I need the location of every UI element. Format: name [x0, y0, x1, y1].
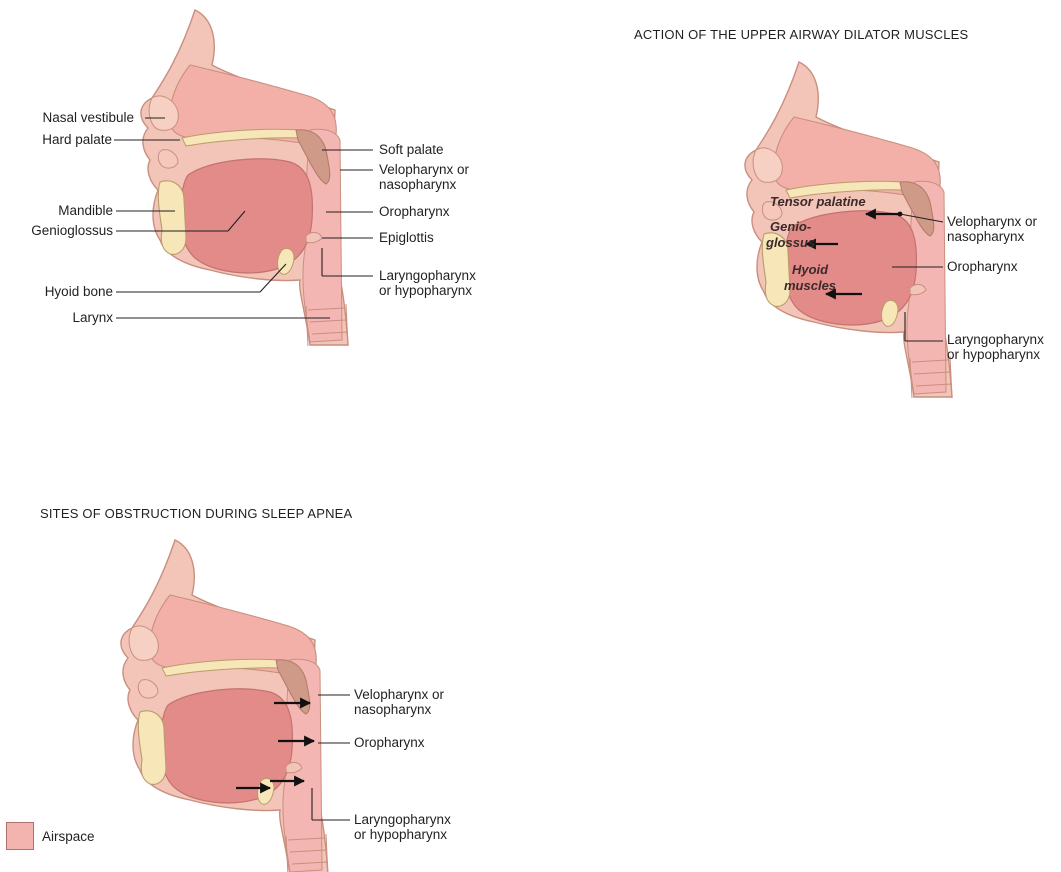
- label-laryngopharynx-line1: Laryngopharynx: [379, 268, 476, 284]
- label-velopharynx-line1: Velopharynx or: [379, 162, 469, 178]
- muscle-label-genioglossus-2: glossus: [766, 235, 815, 250]
- label-laryngopharynx-line2: or hypopharynx: [379, 283, 472, 299]
- muscle-label-genioglossus-1: Genio-: [770, 219, 811, 234]
- label-laryngopharynx-line1: Laryngopharynx: [354, 812, 451, 828]
- label-laryngopharynx-line1: Laryngopharynx: [947, 332, 1044, 348]
- label-mandible: Mandible: [58, 203, 113, 219]
- legend-airspace-swatch: [6, 822, 34, 850]
- label-oropharynx: Oropharynx: [354, 735, 425, 751]
- panel-anatomy: Nasal vestibule Hard palate Mandible Gen…: [0, 0, 520, 360]
- label-laryngopharynx-line2: or hypopharynx: [354, 827, 447, 843]
- legend-airspace-label: Airspace: [42, 829, 95, 844]
- label-hyoid-bone: Hyoid bone: [45, 284, 113, 300]
- muscle-label-hyoid-1: Hyoid: [792, 262, 828, 277]
- label-velopharynx-line1: Velopharynx or: [947, 214, 1037, 230]
- muscle-label-hyoid-2: muscles: [784, 278, 836, 293]
- muscle-label-tensor-palatine: Tensor palatine: [770, 194, 866, 209]
- label-velopharynx-line2: nasopharynx: [947, 229, 1024, 245]
- label-epiglottis: Epiglottis: [379, 230, 434, 246]
- label-soft-palate: Soft palate: [379, 142, 444, 158]
- panel-dilator-muscles: ACTION OF THE UPPER AIRWAY DILATOR MUSCL…: [600, 0, 1061, 400]
- label-velopharynx-line2: nasopharynx: [354, 702, 431, 718]
- label-laryngopharynx-line2: or hypopharynx: [947, 347, 1040, 363]
- label-oropharynx: Oropharynx: [379, 204, 450, 220]
- label-hard-palate: Hard palate: [42, 132, 112, 148]
- label-nasal-vestibule: Nasal vestibule: [42, 110, 134, 126]
- panel-obstruction: SITES OF OBSTRUCTION DURING SLEEP APNEA …: [0, 500, 520, 872]
- label-velopharynx-line2: nasopharynx: [379, 177, 456, 193]
- label-oropharynx: Oropharynx: [947, 259, 1018, 275]
- label-genioglossus: Genioglossus: [31, 223, 113, 239]
- label-larynx: Larynx: [72, 310, 113, 326]
- label-velopharynx-line1: Velopharynx or: [354, 687, 444, 703]
